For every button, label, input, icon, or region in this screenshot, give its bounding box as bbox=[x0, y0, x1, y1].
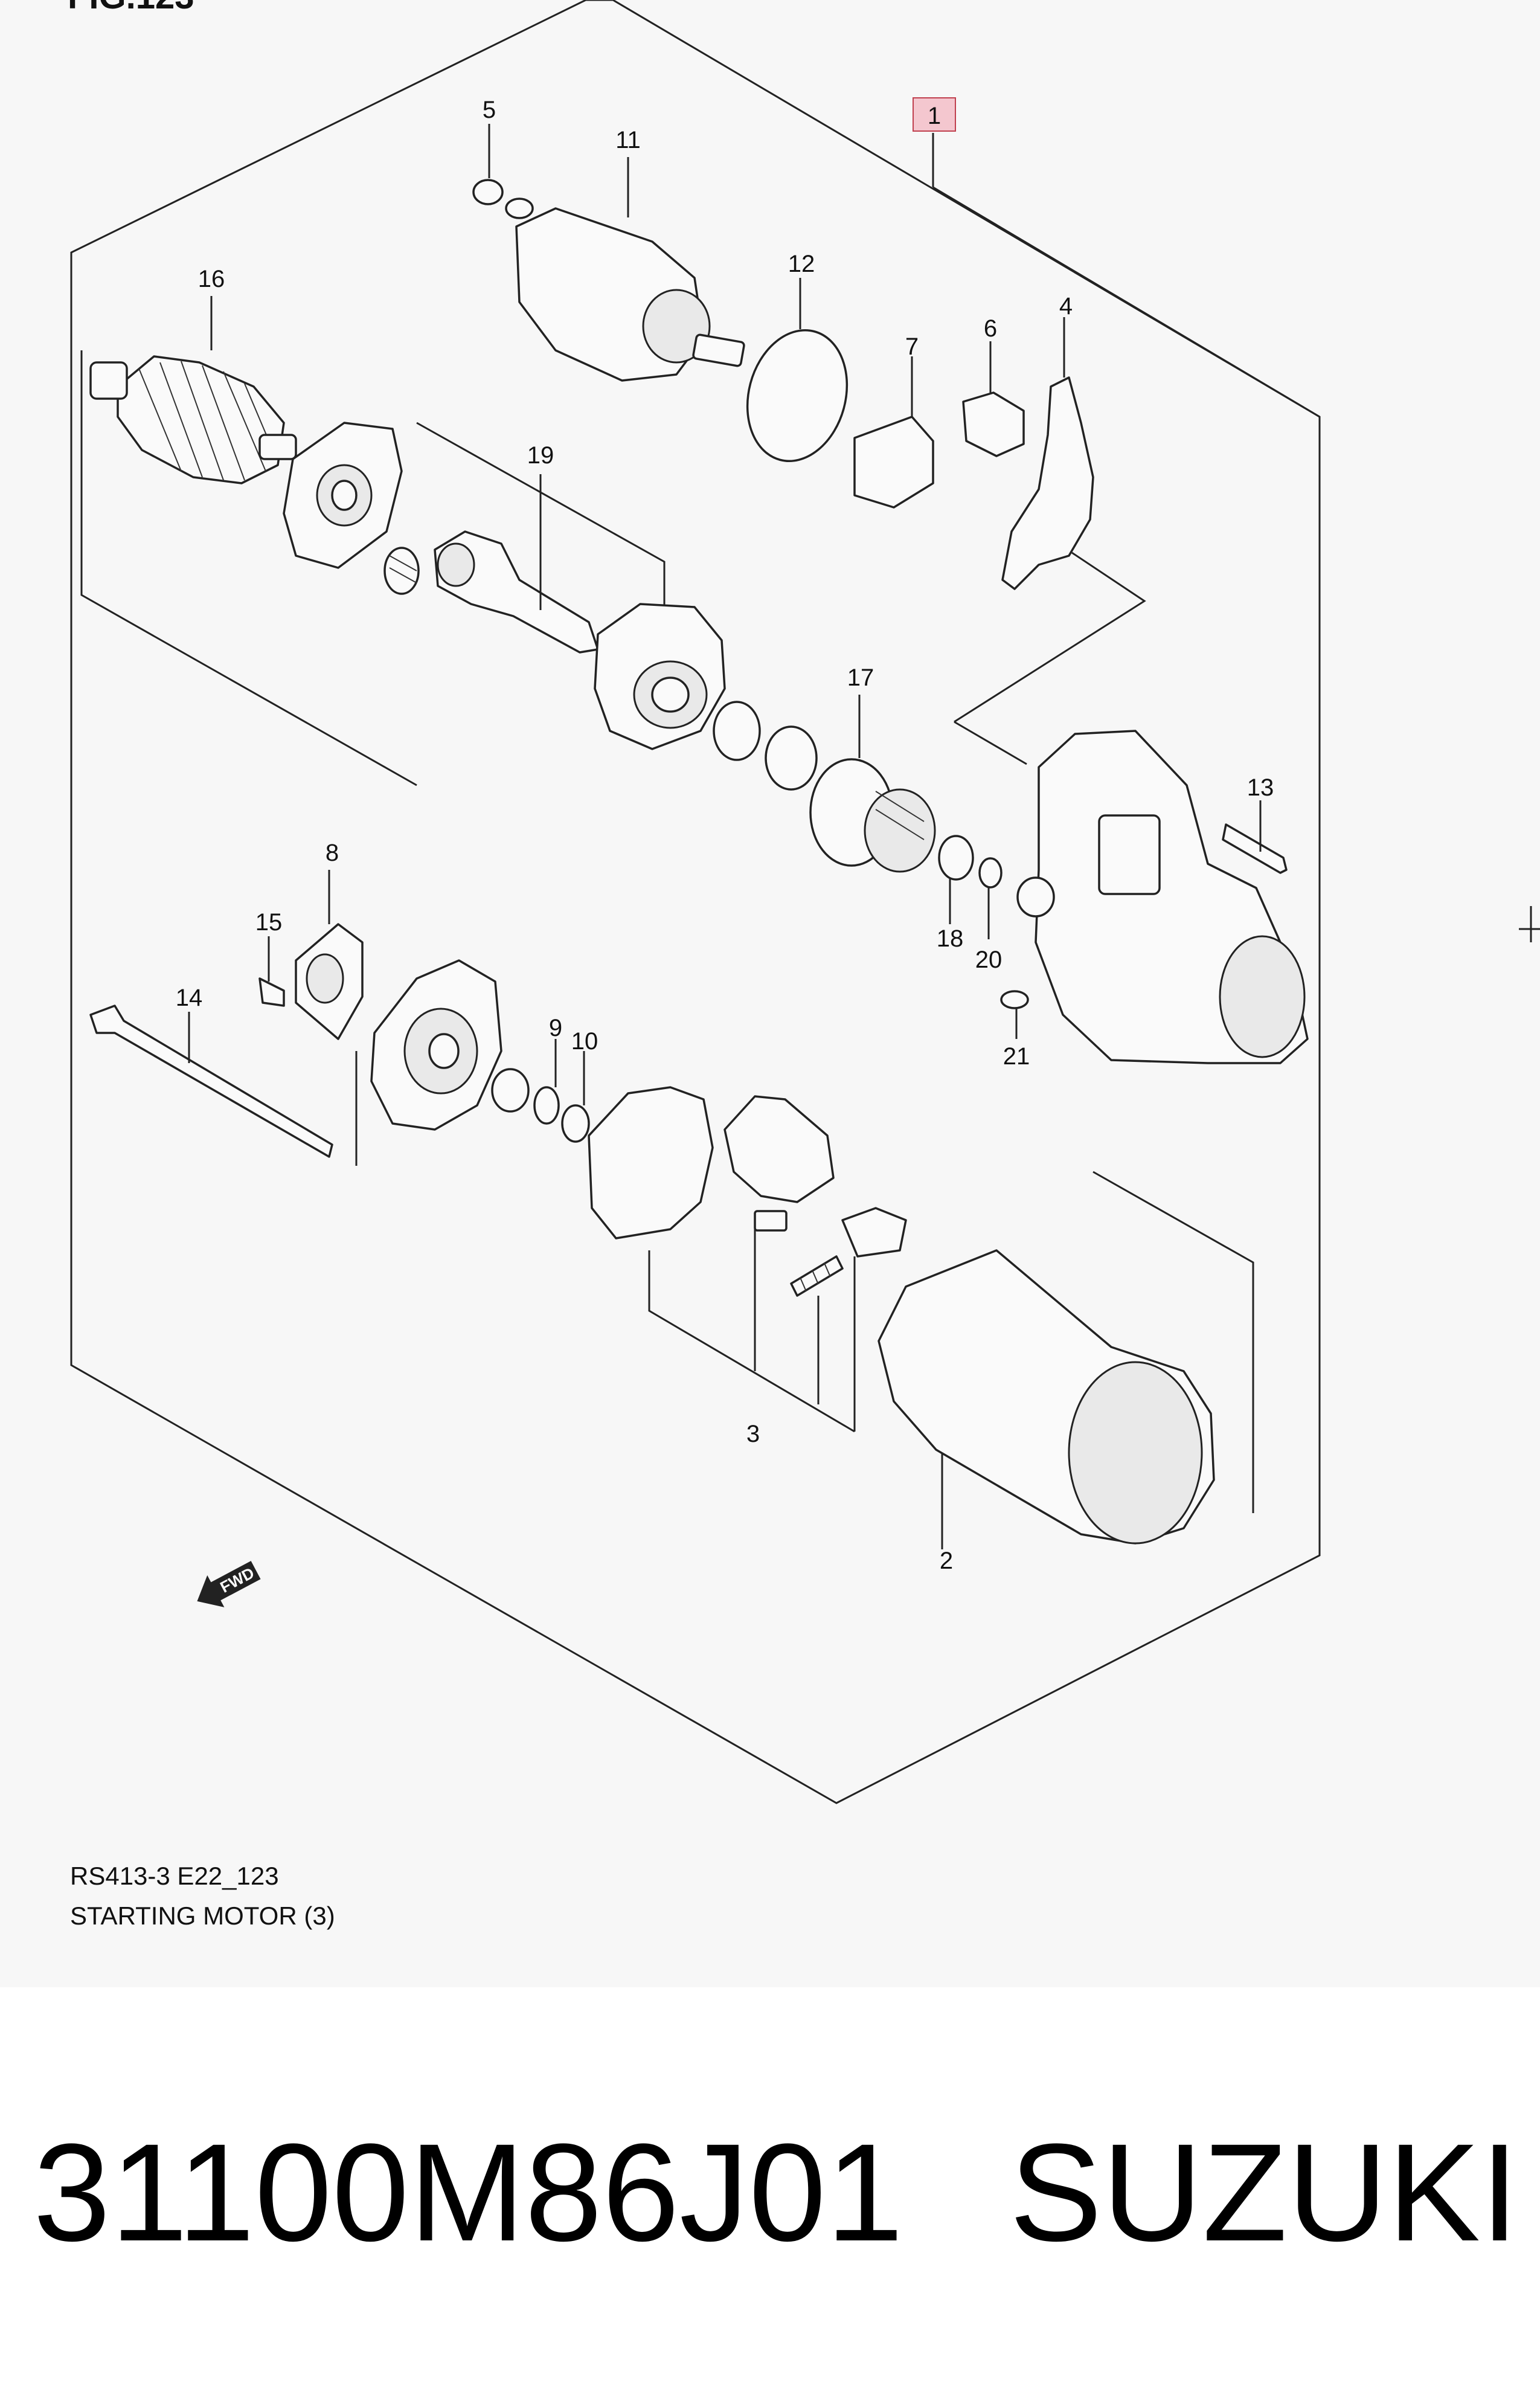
shift-lever-part-4 bbox=[1001, 376, 1094, 590]
group-bracket-housing-a bbox=[954, 721, 1027, 765]
callout-18: 18 bbox=[937, 925, 964, 952]
brush-holder bbox=[588, 1086, 714, 1239]
leader-1b bbox=[932, 186, 1320, 418]
plunger-joint-part-6 bbox=[962, 391, 1025, 457]
callout-16: 16 bbox=[198, 266, 225, 292]
group-bracket-yoke bbox=[1092, 1171, 1254, 1513]
callout-12: 12 bbox=[788, 251, 815, 277]
solenoid-part-11 bbox=[505, 198, 745, 382]
callout-10: 10 bbox=[571, 1028, 598, 1055]
group-bracket-housing-b bbox=[954, 551, 1146, 723]
rear-bearing bbox=[491, 1068, 530, 1113]
callout-20: 20 bbox=[975, 947, 1003, 973]
pinion-gear-part bbox=[383, 547, 420, 595]
exploded-parts-diagram: FIG.123 bbox=[68, 0, 1540, 1804]
callout-2: 2 bbox=[940, 1548, 953, 1574]
bearing-plate-part bbox=[283, 422, 403, 569]
clip-part-9 bbox=[533, 1086, 560, 1125]
bushing bbox=[1016, 876, 1055, 918]
nut-part-5 bbox=[472, 179, 504, 205]
group-bracket-19 bbox=[416, 422, 666, 610]
thrust-washer bbox=[765, 725, 818, 791]
overrunning-clutch-part-17 bbox=[809, 758, 936, 873]
part-number: 31100M86J01 bbox=[33, 2115, 903, 2270]
yoke-part-2 bbox=[877, 1249, 1215, 1545]
callout-5: 5 bbox=[483, 97, 496, 123]
callout-15: 15 bbox=[255, 909, 283, 936]
planetary-gear-set-part bbox=[594, 603, 726, 750]
commutator-end-frame bbox=[370, 959, 502, 1131]
armature-part-16 bbox=[89, 355, 297, 484]
callout-3: 3 bbox=[746, 1421, 760, 1447]
callout-17: 17 bbox=[847, 664, 874, 691]
figure-name: STARTING MOTOR (3) bbox=[70, 1902, 335, 1930]
figure-code: RS413-3 E22_123 bbox=[70, 1862, 279, 1890]
callout-7: 7 bbox=[905, 333, 919, 360]
cap-part-21 bbox=[1000, 990, 1029, 1009]
callout-21: 21 bbox=[1003, 1043, 1030, 1070]
through-bolt-part-14 bbox=[89, 1005, 333, 1158]
fwd-arrow-icon: FWD bbox=[197, 1561, 261, 1607]
callout-19: 19 bbox=[527, 442, 554, 469]
drive-housing-part bbox=[1035, 730, 1309, 1064]
screw-part-15 bbox=[258, 977, 285, 1007]
callout-1-highlight bbox=[913, 97, 956, 132]
grommet-part-7 bbox=[853, 416, 934, 509]
leader-3a bbox=[648, 1250, 855, 1433]
brand-name: SUZUKI bbox=[1009, 2115, 1519, 2270]
callout-6: 6 bbox=[984, 315, 997, 342]
callout-14: 14 bbox=[176, 985, 203, 1011]
drive-shaft-part bbox=[434, 530, 599, 654]
figure-title: FIG.123 bbox=[68, 0, 194, 16]
callout-9: 9 bbox=[549, 1015, 562, 1041]
diagram-sheet: FIG.123 bbox=[68, 0, 1540, 1930]
snap-ring-part-20 bbox=[978, 857, 1003, 889]
brush bbox=[754, 1210, 788, 1232]
callout-4: 4 bbox=[1059, 293, 1073, 320]
assembly-frame bbox=[70, 0, 1321, 1804]
o-ring-part-12 bbox=[746, 329, 849, 463]
callout-11: 11 bbox=[615, 127, 641, 153]
stop-collar-part-18 bbox=[938, 835, 974, 881]
bolt-part-13 bbox=[1222, 823, 1288, 874]
brush-plate bbox=[723, 1095, 835, 1203]
part-banner: 31100M86J01 SUZUKI bbox=[33, 2114, 1519, 2271]
retaining-ring bbox=[713, 701, 761, 761]
callout-1: 1 bbox=[928, 103, 941, 129]
group-bracket-armature bbox=[80, 350, 417, 786]
callout-8: 8 bbox=[326, 840, 339, 866]
callout-13: 13 bbox=[1247, 774, 1274, 801]
washer-part-10 bbox=[561, 1104, 590, 1143]
brush-spring bbox=[790, 1255, 844, 1297]
brush-holder-clip bbox=[841, 1207, 907, 1258]
